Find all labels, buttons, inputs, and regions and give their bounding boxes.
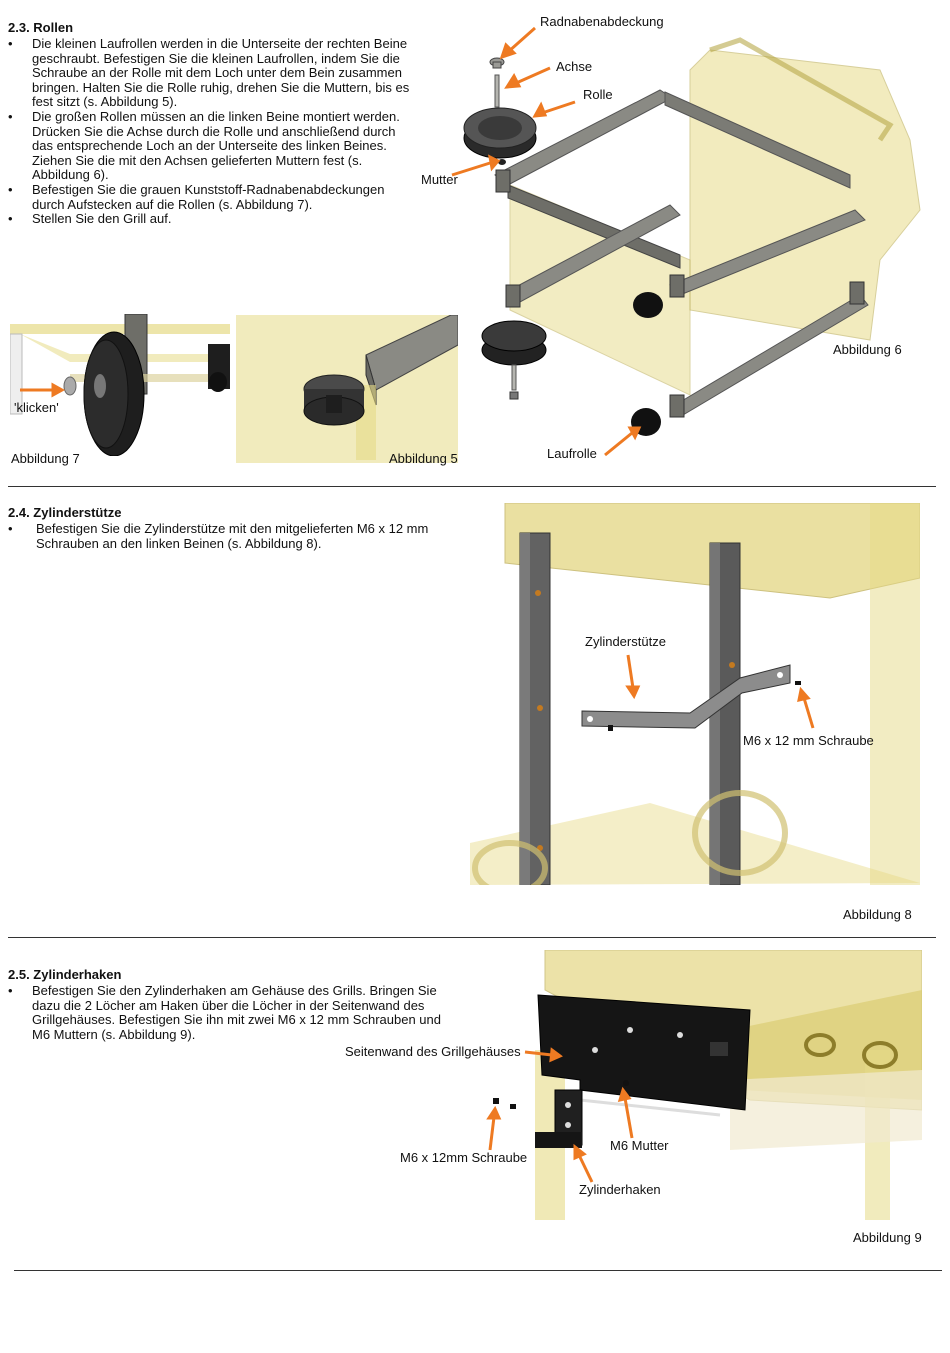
section-2-5-text: 2.5. Zylinderhaken Befestigen Sie den Zy… <box>8 967 448 1042</box>
figure-9-illustration <box>480 950 922 1220</box>
list-item: Befestigen Sie den Zylinderhaken am Gehä… <box>8 983 448 1042</box>
label-cylinder-hook: Zylinderhaken <box>579 1182 661 1197</box>
figure-8-caption: Abbildung 8 <box>843 907 912 922</box>
label-m6-nut: M6 Mutter <box>610 1138 669 1153</box>
label-axle: Achse <box>556 59 593 74</box>
figure-6-caption: Abbildung 6 <box>833 342 902 357</box>
figure-7-caption: Abbildung 7 <box>11 451 80 466</box>
label-nut: Mutter <box>421 172 458 187</box>
figure-9-caption: Abbildung 9 <box>853 1230 922 1245</box>
list-item: Befestigen Sie die grauen Kunststoff-Rad… <box>8 182 420 212</box>
instruction-list: Die kleinen Laufrollen werden in die Unt… <box>8 36 420 227</box>
label-hubcap: Radnabenabdeckung <box>540 14 664 29</box>
section-heading: 2.4. Zylinderstütze <box>8 505 122 520</box>
label-m6-screw: M6 x 12mm Schraube <box>400 1150 528 1165</box>
figure-8-illustration <box>470 503 920 885</box>
label-side-wall: Seitenwand des Grillgehäuses <box>345 1044 521 1059</box>
instruction-list: Befestigen Sie den Zylinderhaken am Gehä… <box>8 983 448 1042</box>
label-cylinder-support: Zylinderstütze <box>585 634 666 649</box>
section-heading: 2.5. Zylinderhaken <box>8 967 122 982</box>
label-click: 'klicken' <box>14 400 59 415</box>
list-item: Die kleinen Laufrollen werden in die Unt… <box>8 36 420 110</box>
label-screw: M6 x 12 mm Schraube <box>743 733 874 748</box>
section-2-3-text: 2.3. Rollen Die kleinen Laufrollen werde… <box>8 20 420 227</box>
section-divider <box>14 1270 942 1271</box>
figure-7-illustration <box>10 314 230 456</box>
section-divider <box>8 486 936 487</box>
instruction-list: Befestigen Sie die Zylinderstütze mit de… <box>8 521 448 551</box>
label-caster: Laufrolle <box>547 446 597 461</box>
section-divider <box>8 937 936 938</box>
section-2-4-text: 2.4. Zylinderstütze Befestigen Sie die Z… <box>8 505 448 551</box>
figure-5-caption: Abbildung 5 <box>389 451 458 466</box>
figure-5-illustration <box>236 315 458 463</box>
list-item: Die großen Rollen müssen an die linken B… <box>8 109 420 183</box>
list-item: Befestigen Sie die Zylinderstütze mit de… <box>8 521 448 551</box>
section-heading: 2.3. Rollen <box>8 20 74 35</box>
figure-6-illustration <box>451 26 921 457</box>
label-wheel: Rolle <box>583 87 613 102</box>
list-item: Stellen Sie den Grill auf. <box>8 212 420 227</box>
